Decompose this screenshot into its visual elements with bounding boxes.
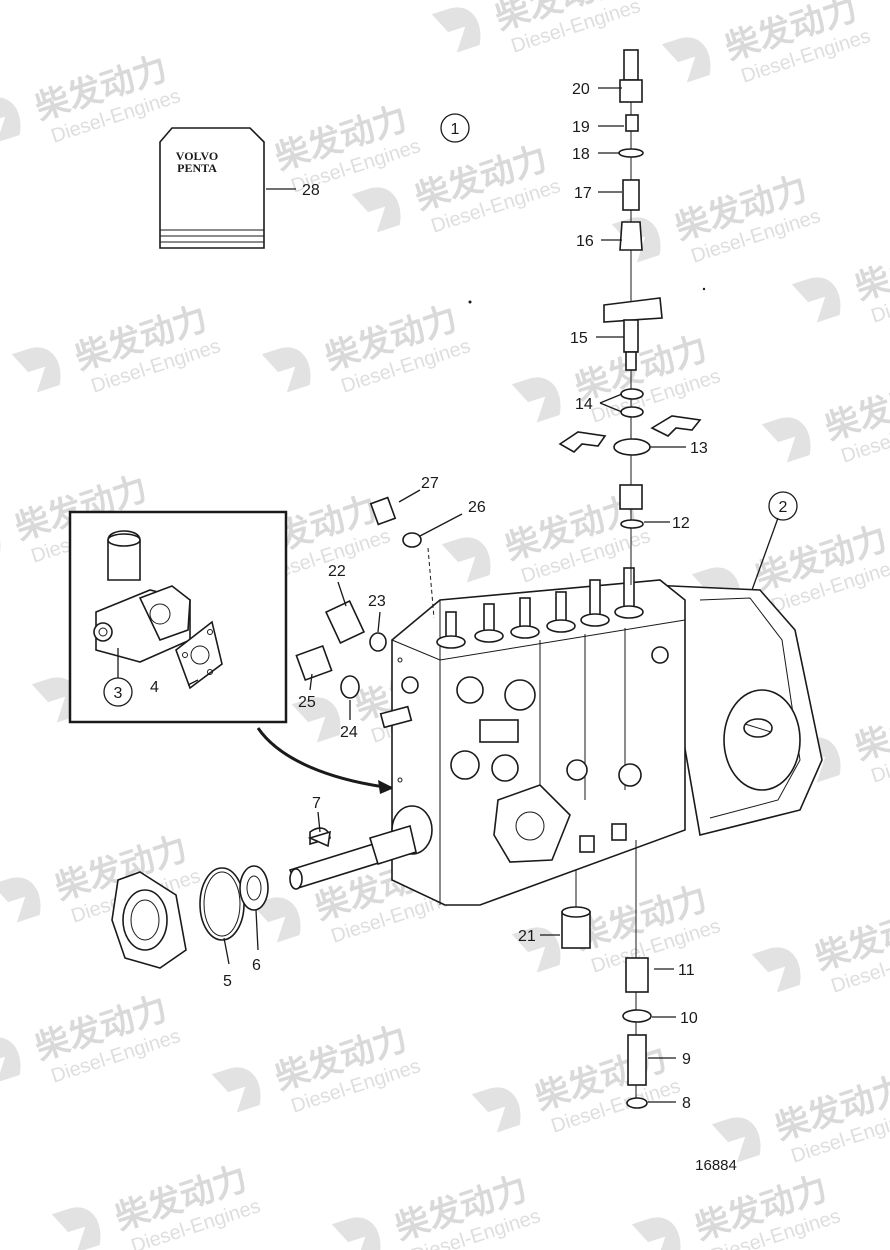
callout-22: 22 — [328, 563, 346, 580]
inset-pointer-arrow — [256, 727, 393, 790]
callout-4: 4 — [150, 679, 159, 696]
watermark-logo-icon — [291, 697, 341, 743]
callout-2-circle — [768, 491, 798, 521]
watermark-logo-icon — [431, 7, 481, 53]
callout-18: 18 — [572, 146, 590, 163]
callout-14: 14 — [575, 396, 593, 413]
drive-end-cover — [111, 865, 269, 969]
watermark-cn: 柴发动力 — [850, 228, 890, 308]
watermark-logo-icon — [471, 1087, 521, 1133]
watermark-cn: 柴发动力 — [850, 688, 890, 768]
watermark-logo-icon — [761, 417, 811, 463]
roller-tappet-stack — [622, 840, 652, 1109]
watermark-logo-icon — [0, 517, 1, 563]
callout-11: 11 — [678, 962, 695, 979]
watermark-logo-icon — [0, 877, 41, 923]
callout-13: 13 — [690, 440, 708, 457]
watermark-logo-icon — [11, 347, 61, 393]
callout-27: 27 — [421, 475, 439, 492]
callout-17: 17 — [574, 185, 592, 202]
callout-16: 16 — [576, 233, 594, 250]
speck — [468, 300, 472, 304]
watermark-logo-icon — [791, 277, 841, 323]
callout-19: 19 — [572, 119, 590, 136]
watermark-logo-icon — [441, 537, 491, 583]
callout-26: 26 — [468, 499, 486, 516]
watermark-logo-icon — [511, 927, 561, 973]
callout-3-circle — [103, 677, 133, 707]
callout-5: 5 — [223, 973, 232, 990]
watermark-logo-icon — [31, 677, 81, 723]
watermark-logo-icon — [661, 37, 711, 83]
watermark-logo-icon — [261, 347, 311, 393]
callout-7: 7 — [312, 795, 321, 812]
fittings-parts — [295, 496, 435, 848]
leader-lines — [117, 87, 779, 1103]
callout-23: 23 — [368, 593, 386, 610]
watermark-logo-icon — [331, 1217, 381, 1250]
manual-brand-line2: PENTA — [177, 161, 217, 175]
watermark-logo-icon — [0, 97, 21, 143]
pump-top-studs — [436, 567, 644, 649]
watermark-logo-icon — [351, 187, 401, 233]
drawing-number: 16884 — [695, 1157, 737, 1174]
callout-8: 8 — [682, 1095, 691, 1112]
callout-12: 12 — [672, 515, 690, 532]
watermark-logo-icon — [711, 1117, 761, 1163]
watermark-logo-icon — [51, 1207, 101, 1250]
callout-24: 24 — [340, 724, 358, 741]
watermark-logo-icon — [511, 377, 561, 423]
watermark-logo-icon — [211, 1067, 261, 1113]
callout-labels: 1 2 3 4 5 6 7 8 9 10 11 12 13 14 15 16 1… — [103, 81, 798, 1112]
callout-2: 2 — [779, 499, 788, 516]
watermark-logo-icon — [631, 1217, 681, 1250]
watermark-logo-icon — [0, 1037, 21, 1083]
manual-booklet: VOLVO PENTA — [159, 127, 265, 249]
callout-28: 28 — [302, 182, 320, 199]
callout-1: 1 — [451, 121, 460, 138]
watermark-logo-icon — [251, 897, 301, 943]
watermark-logo-icon — [751, 947, 801, 993]
speck — [702, 287, 706, 291]
manual-brand-line1: VOLVO — [176, 149, 218, 163]
callout-21: 21 — [518, 928, 536, 945]
governor-housing — [648, 584, 823, 836]
drive-shaft — [288, 824, 417, 890]
callout-6: 6 — [252, 957, 261, 974]
callout-15: 15 — [570, 330, 588, 347]
callout-25: 25 — [298, 694, 316, 711]
callout-20: 20 — [572, 81, 590, 98]
callout-3: 3 — [114, 685, 123, 702]
inset-detail-frame — [68, 510, 288, 724]
sleeve-part — [561, 870, 591, 949]
callout-9: 9 — [682, 1051, 691, 1068]
callout-10: 10 — [680, 1010, 698, 1027]
delivery-valve-stack — [558, 49, 702, 585]
callout-1-circle — [440, 113, 470, 143]
injection-pump-body — [379, 579, 686, 906]
